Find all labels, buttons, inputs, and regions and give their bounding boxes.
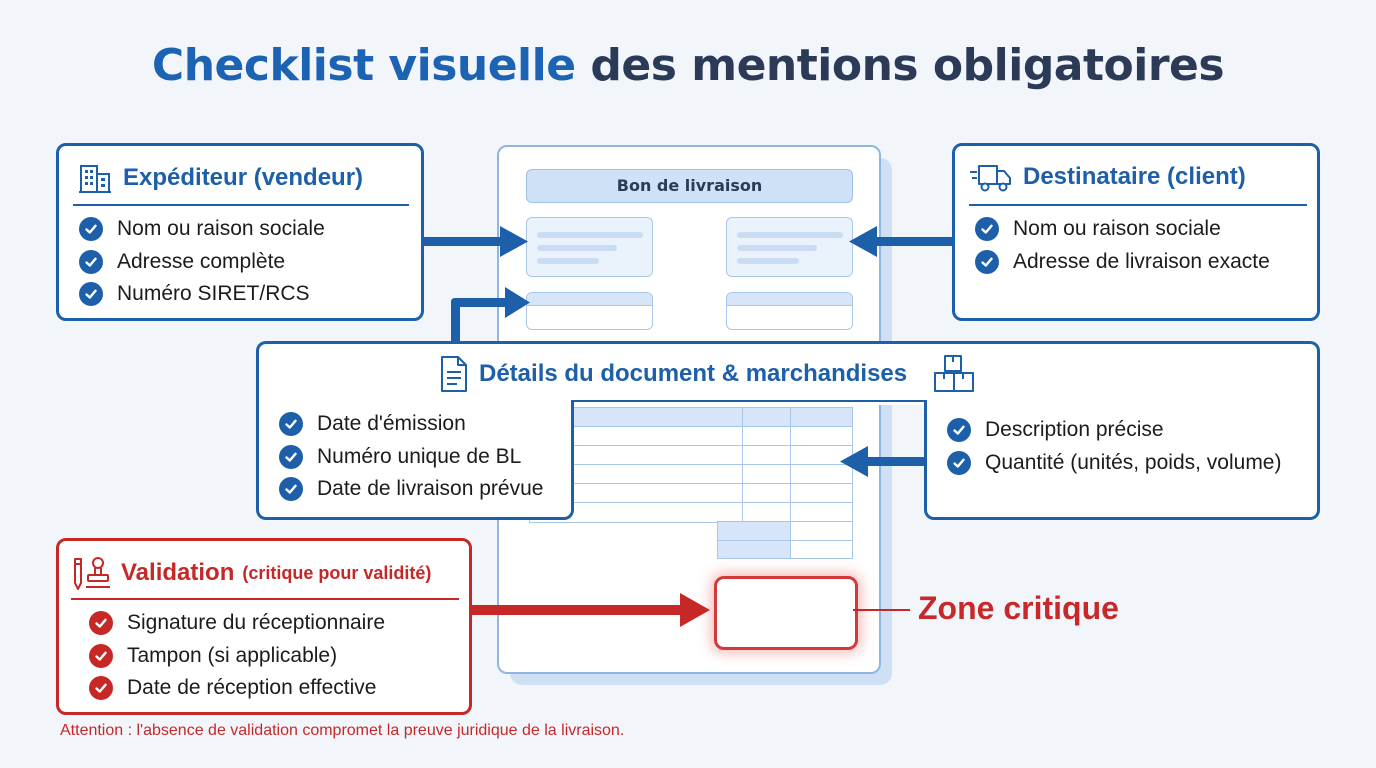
sender-placeholder xyxy=(526,217,653,277)
validation-subheading: (critique pour validité) xyxy=(242,562,432,583)
title-accent: Checklist visuelle xyxy=(151,40,576,91)
critical-zone-label: Zone critique xyxy=(918,590,1119,626)
arrow-destinataire xyxy=(874,237,954,246)
card-details-header: Détails du document & marchandises xyxy=(256,341,1320,405)
attention-note: Attention : l'absence de validation comp… xyxy=(60,722,625,739)
arrow-expediteur xyxy=(424,237,504,246)
check-circle-icon xyxy=(279,412,303,437)
destinataire-heading: Destinataire (client) xyxy=(1023,163,1246,190)
card-details-left: Date d'émission Numéro unique de BL Date… xyxy=(256,400,574,520)
card-expediteur: Expéditeur (vendeur) Nom ou raison socia… xyxy=(56,143,424,321)
page-title: Checklist visuelle des mentions obligato… xyxy=(0,40,1376,91)
card-destinataire: Destinataire (client) Nom ou raison soci… xyxy=(952,143,1320,321)
document-title: Bon de livraison xyxy=(526,169,853,203)
card-details-right: Description précise Quantité (unités, po… xyxy=(924,400,1320,520)
list-item: Nom ou raison sociale xyxy=(975,213,1270,246)
list-item: Quantité (unités, poids, volume) xyxy=(947,447,1281,480)
building-icon xyxy=(77,160,113,196)
list-item: Date de réception effective xyxy=(89,672,385,705)
card-validation: Validation (critique pour validité) Sign… xyxy=(56,538,472,715)
zone-critique-connector xyxy=(853,609,910,611)
list-item: Numéro SIRET/RCS xyxy=(79,278,325,311)
check-circle-icon xyxy=(975,249,999,274)
goods-table xyxy=(529,407,853,523)
arrow-details xyxy=(451,298,506,345)
totals-block xyxy=(717,521,853,559)
details-left-list: Date d'émission Numéro unique de BL Date… xyxy=(279,408,543,506)
check-circle-icon xyxy=(79,249,103,274)
document-field-left xyxy=(526,292,653,330)
check-circle-icon xyxy=(975,217,999,242)
expediteur-list: Nom ou raison sociale Adresse complète N… xyxy=(79,213,325,311)
arrow-marchandises xyxy=(864,457,926,466)
list-item: Numéro unique de BL xyxy=(279,441,543,474)
critical-zone-box xyxy=(714,576,858,650)
document-icon xyxy=(439,355,469,393)
pen-stamp-icon xyxy=(71,553,113,593)
list-item: Adresse complète xyxy=(79,246,325,279)
recipient-placeholder xyxy=(726,217,853,277)
expediteur-heading: Expéditeur (vendeur) xyxy=(123,164,364,191)
check-circle-icon xyxy=(89,676,113,701)
check-circle-icon xyxy=(279,477,303,502)
details-right-list: Description précise Quantité (unités, po… xyxy=(947,414,1281,479)
list-item: Description précise xyxy=(947,414,1281,447)
check-circle-icon xyxy=(279,444,303,469)
check-circle-icon xyxy=(79,282,103,307)
list-item: Nom ou raison sociale xyxy=(79,213,325,246)
document-field-right xyxy=(726,292,853,330)
list-item: Date de livraison prévue xyxy=(279,473,543,506)
check-circle-icon xyxy=(947,418,971,443)
check-circle-icon xyxy=(89,643,113,668)
title-rest: des mentions obligatoires xyxy=(590,40,1225,91)
list-item: Tampon (si applicable) xyxy=(89,640,385,673)
list-item: Adresse de livraison exacte xyxy=(975,246,1270,279)
list-item: Date d'émission xyxy=(279,408,543,441)
list-item: Signature du réceptionnaire xyxy=(89,607,385,640)
details-heading: Détails du document & marchandises xyxy=(479,360,908,387)
destinataire-list: Nom ou raison sociale Adresse de livrais… xyxy=(975,213,1270,278)
check-circle-icon xyxy=(947,450,971,475)
boxes-icon xyxy=(933,354,975,394)
truck-icon xyxy=(969,160,1013,194)
validation-heading: Validation xyxy=(121,559,235,586)
validation-list: Signature du réceptionnaire Tampon (si a… xyxy=(89,607,385,705)
check-circle-icon xyxy=(89,611,113,636)
check-circle-icon xyxy=(79,217,103,242)
arrow-validation xyxy=(472,605,684,615)
